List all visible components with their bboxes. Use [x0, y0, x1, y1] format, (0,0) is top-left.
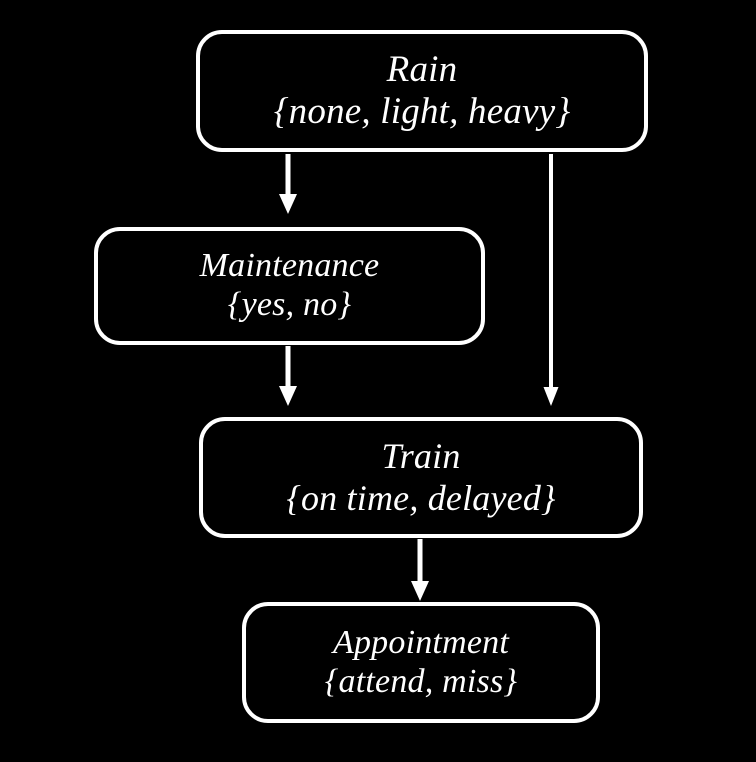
node-maintenance-states: {yes, no}: [227, 286, 352, 323]
node-train-states: {on time, delayed}: [286, 477, 556, 518]
node-maintenance[interactable]: Maintenance {yes, no}: [94, 227, 485, 345]
edge-rain-to-maintenance: [268, 154, 308, 216]
node-maintenance-label: Maintenance: [199, 247, 380, 285]
node-appointment[interactable]: Appointment {attend, miss}: [242, 602, 600, 723]
node-appointment-label: Appointment: [333, 623, 509, 661]
node-rain-label: Rain: [386, 48, 458, 90]
node-appointment-states: {attend, miss}: [324, 662, 518, 700]
node-rain-states: {none, light, heavy}: [273, 91, 571, 132]
node-train-label: Train: [381, 436, 461, 477]
edge-maintenance-to-train: [268, 346, 308, 408]
edge-rain-to-train: [533, 154, 569, 408]
node-train[interactable]: Train {on time, delayed}: [199, 417, 643, 538]
node-rain[interactable]: Rain {none, light, heavy}: [196, 30, 648, 152]
edge-train-to-appointment: [400, 539, 440, 603]
